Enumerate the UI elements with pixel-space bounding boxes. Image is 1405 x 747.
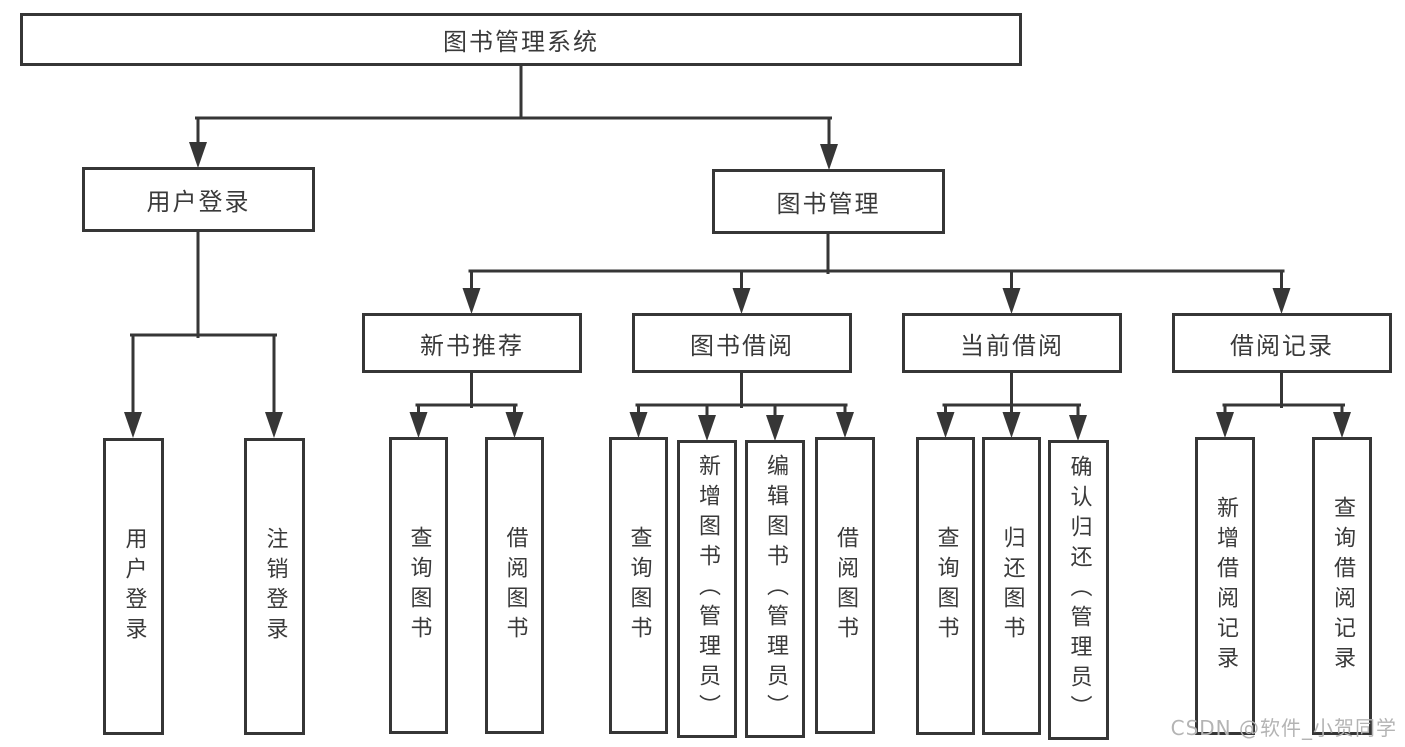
leaf-borrow-query-books-label: 查询图书 <box>626 525 652 646</box>
connector-current-borrow-to-children <box>936 370 1087 441</box>
node-borrow-records: 借阅记录 <box>1172 313 1392 373</box>
node-book-management-label: 图书管理 <box>776 190 881 218</box>
leaf-add-books-admin: 新增图书（管理员） <box>677 440 737 738</box>
node-new-book-recommend-label: 新书推荐 <box>420 331 524 360</box>
leaf-confirm-return-admin: 确认归还（管理员） <box>1048 440 1109 740</box>
leaf-add-books-admin-label: 新增图书（管理员） <box>695 454 720 724</box>
leaf-borrow-books: 借阅图书 <box>815 437 875 734</box>
node-user-login: 用户登录 <box>82 167 315 232</box>
node-current-borrow-label: 当前借阅 <box>960 331 1064 360</box>
connector-book-borrow-to-children <box>629 370 854 441</box>
node-book-borrow: 图书借阅 <box>632 313 852 373</box>
node-new-book-recommend: 新书推荐 <box>362 313 582 373</box>
node-book-borrow-label: 图书借阅 <box>690 331 794 360</box>
leaf-logout: 注销登录 <box>244 438 305 735</box>
node-user-login-label: 用户登录 <box>146 188 251 216</box>
leaf-add-borrow-record-label: 新增借阅记录 <box>1213 496 1238 676</box>
leaf-return-books-label: 归还图书 <box>999 526 1025 646</box>
leaf-borrow-books-label: 借阅图书 <box>833 525 858 646</box>
leaf-query-borrow-record-label: 查询借阅记录 <box>1330 496 1355 676</box>
leaf-recommend-query-books-label: 查询图书 <box>406 525 432 646</box>
leaf-edit-books-admin-label: 编辑图书（管理员） <box>763 454 788 724</box>
leaf-add-borrow-record: 新增借阅记录 <box>1195 437 1255 735</box>
leaf-recommend-borrow-books-label: 借阅图书 <box>502 525 528 646</box>
leaf-logout-label: 注销登录 <box>262 526 288 647</box>
node-current-borrow: 当前借阅 <box>902 313 1122 373</box>
leaf-user-login: 用户登录 <box>103 438 164 735</box>
node-book-management: 图书管理 <box>712 169 945 234</box>
leaf-confirm-return-admin-label: 确认归还（管理员） <box>1066 455 1092 725</box>
node-borrow-records-label: 借阅记录 <box>1230 331 1334 360</box>
watermark-text: CSDN @软件_小贺同学 <box>1170 716 1397 740</box>
connector-book-management-to-level3 <box>462 231 1291 314</box>
connector-new-book-recommend-to-children <box>409 370 524 438</box>
connector-user-login-to-children <box>124 229 283 438</box>
leaf-borrow-query-books: 查询图书 <box>609 437 668 734</box>
leaf-return-books: 归还图书 <box>982 437 1041 735</box>
leaf-user-login-label: 用户登录 <box>121 526 147 647</box>
leaf-current-query-books-label: 查询图书 <box>933 526 959 646</box>
leaf-recommend-query-books: 查询图书 <box>389 437 448 734</box>
leaf-current-query-books: 查询图书 <box>916 437 975 735</box>
node-root: 图书管理系统 <box>20 13 1022 66</box>
leaf-edit-books-admin: 编辑图书（管理员） <box>745 440 805 738</box>
connector-root-to-level2 <box>189 64 838 170</box>
node-root-label: 图书管理系统 <box>443 28 599 56</box>
connector-borrow-records-to-children <box>1216 370 1351 438</box>
leaf-recommend-borrow-books: 借阅图书 <box>485 437 544 734</box>
leaf-query-borrow-record: 查询借阅记录 <box>1312 437 1372 735</box>
